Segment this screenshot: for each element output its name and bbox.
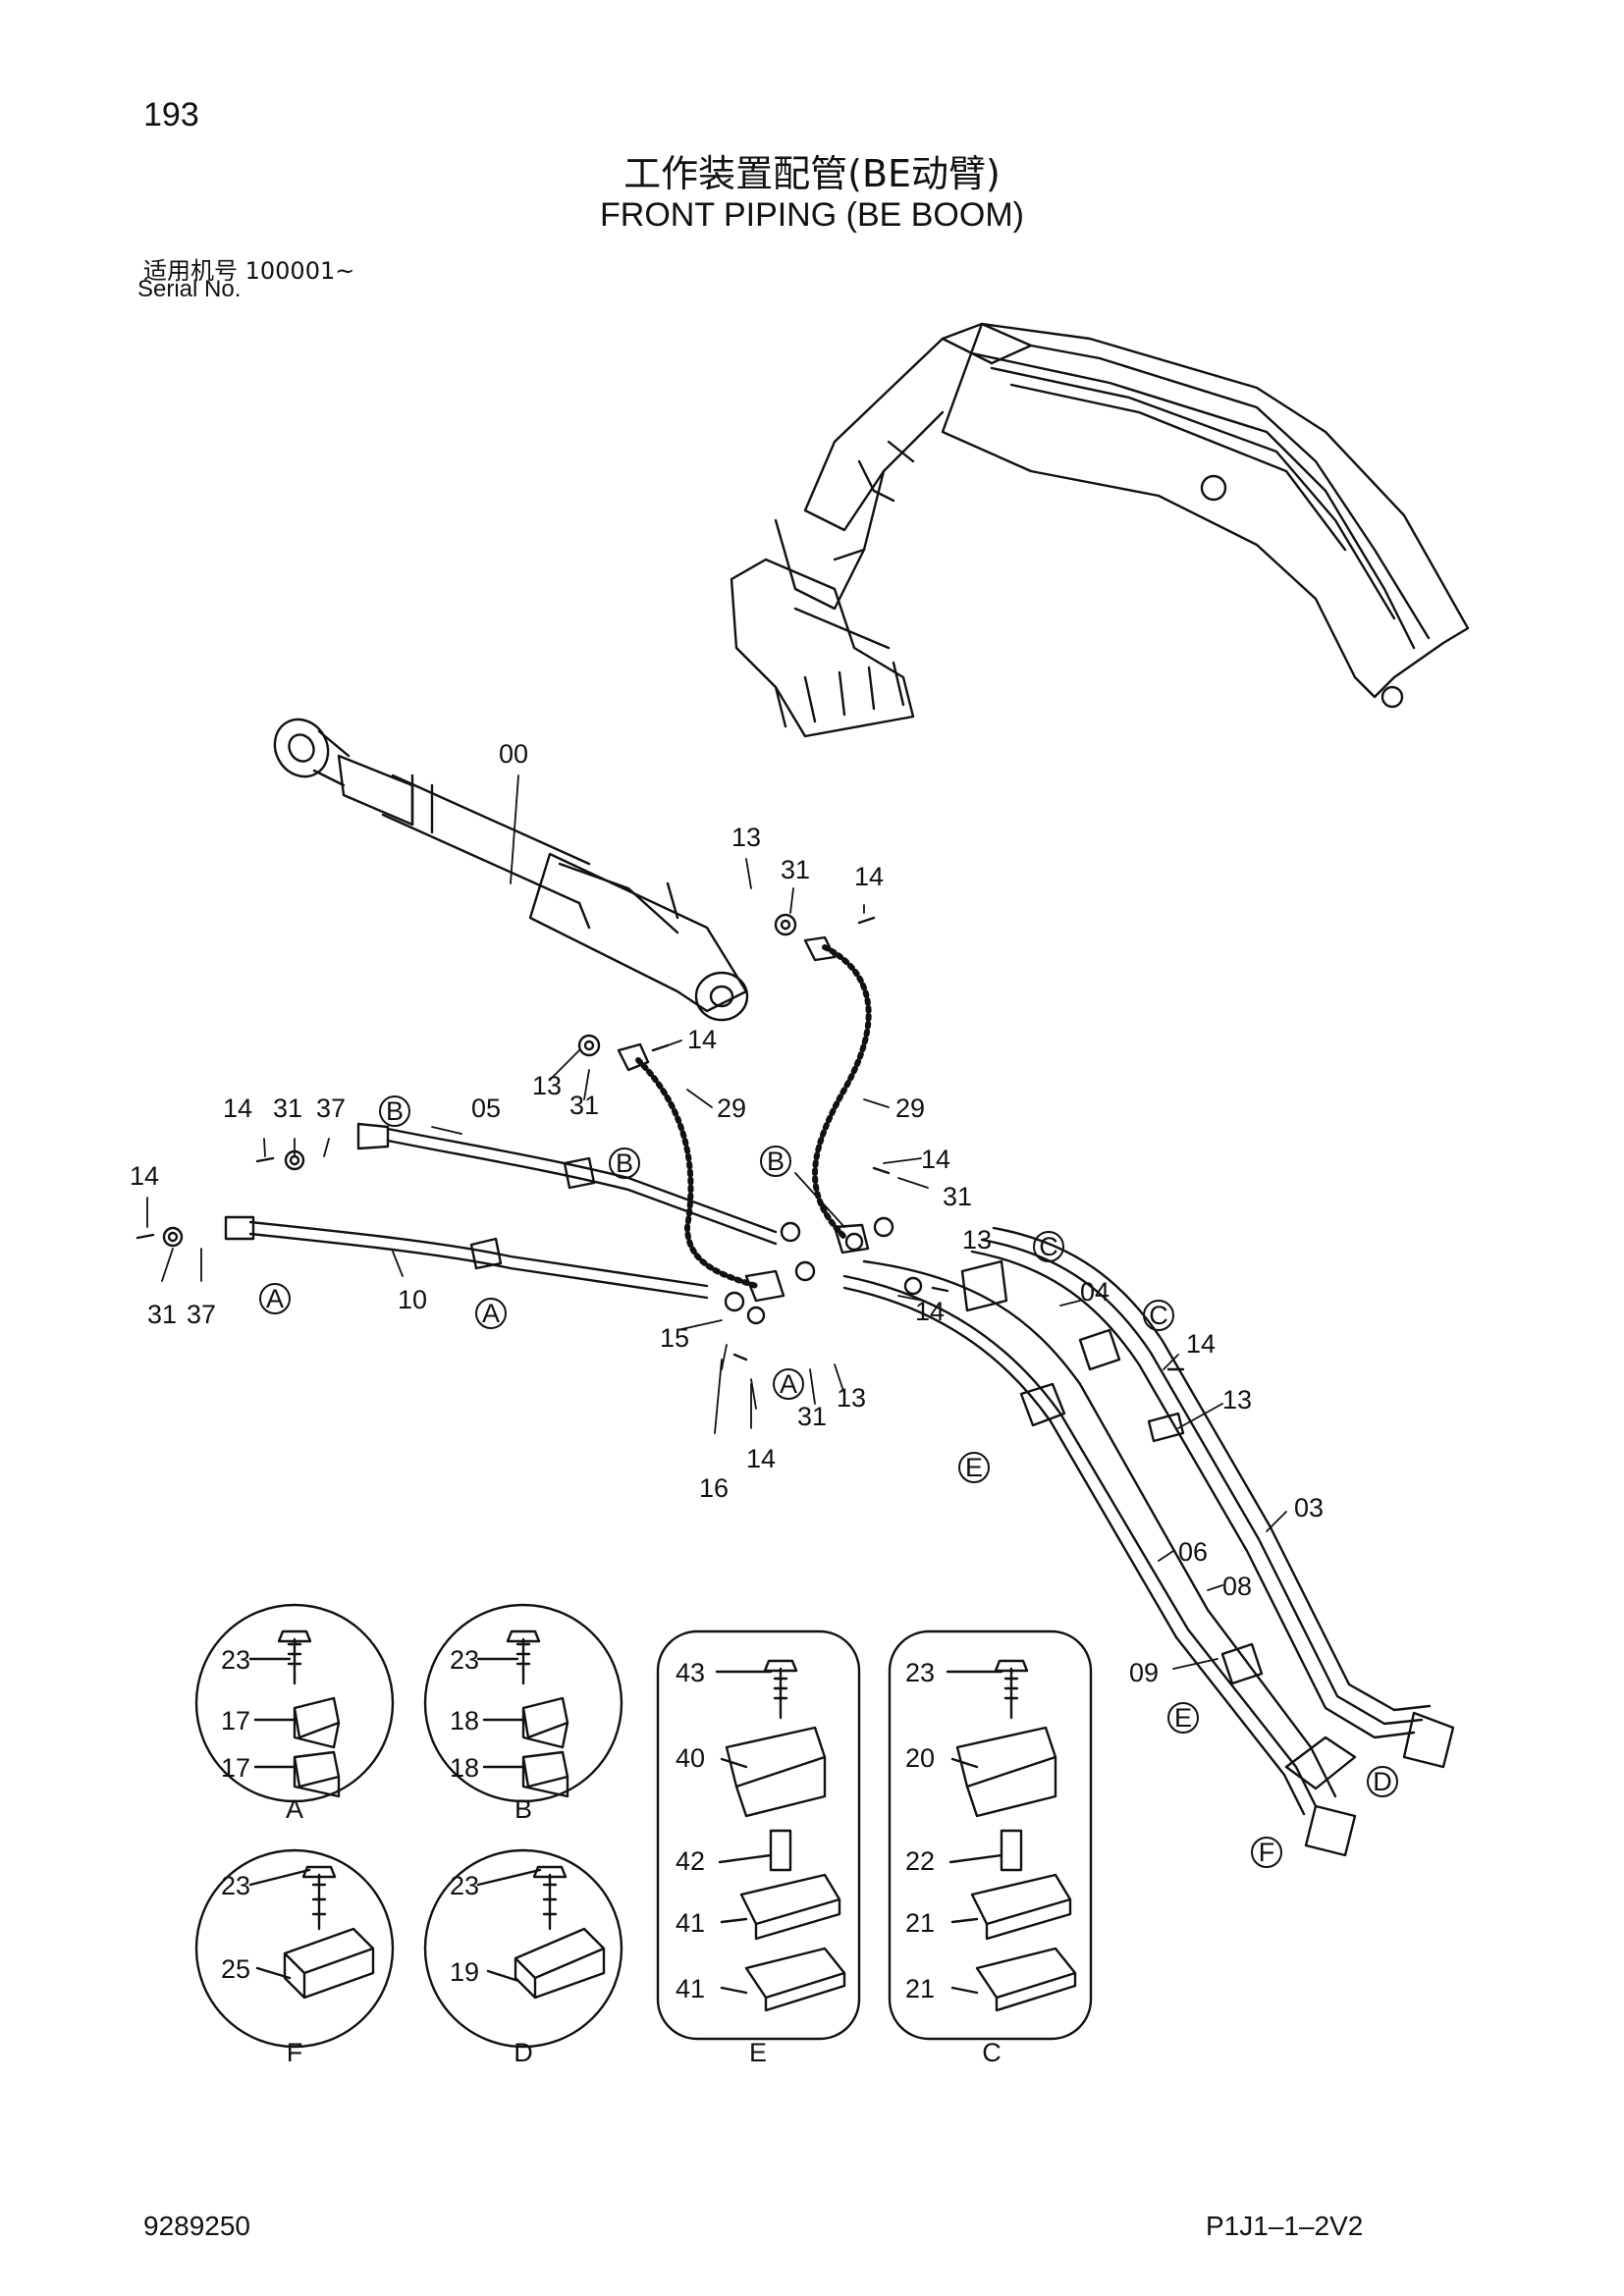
callout-31: 31 (147, 1300, 177, 1329)
ref-b: B (616, 1148, 633, 1178)
callout-14: 14 (921, 1145, 950, 1174)
document-number: 9289250 (143, 2211, 251, 2241)
callout-14: 14 (915, 1297, 945, 1326)
serial-number-label-chinese: 适用机号 100001~ (143, 257, 355, 285)
callout-29: 29 (717, 1094, 746, 1123)
detail-a-upper-number: 17 (221, 1706, 250, 1735)
detail-e-lower-number: 41 (676, 1974, 705, 2003)
detail-d-bolt-number: 23 (450, 1871, 479, 1900)
callout-14: 14 (687, 1025, 717, 1054)
detail-d-title: D (514, 2038, 533, 2067)
detail-f-bolt-number: 23 (221, 1871, 250, 1900)
callout-16: 16 (699, 1473, 729, 1503)
detail-b-bolt-number: 23 (450, 1645, 479, 1675)
callout-08: 08 (1222, 1572, 1252, 1601)
callout-09: 09 (1129, 1658, 1159, 1687)
callout-10: 10 (398, 1285, 427, 1314)
callout-05: 05 (471, 1094, 501, 1123)
detail-b-upper-number: 18 (450, 1706, 479, 1735)
ref-b: B (767, 1147, 785, 1176)
detail-e-lower-number: 41 (676, 1908, 705, 1938)
detail-c-lower-number: 21 (905, 1908, 935, 1938)
ref-e: E (1174, 1703, 1192, 1733)
detail-c-lower-number: 21 (905, 1974, 935, 2003)
ref-d: D (1373, 1767, 1392, 1796)
ref-a: A (482, 1299, 500, 1328)
callout-31: 31 (797, 1402, 827, 1431)
ref-b: B (386, 1096, 404, 1126)
callout-14: 14 (223, 1094, 252, 1123)
callout-15: 15 (660, 1323, 689, 1353)
detail-f-title: F (287, 2038, 303, 2067)
leader-lines (146, 774, 1287, 1670)
ref-a: A (266, 1284, 284, 1313)
callout-29: 29 (895, 1094, 925, 1123)
callout-37: 37 (316, 1094, 346, 1123)
boom-cylinder (273, 718, 749, 1022)
callout-14: 14 (854, 862, 884, 891)
detail-f-block-number: 25 (221, 1954, 250, 1984)
page-code: P1J1–1–2V2 (1206, 2211, 1364, 2241)
callout-03: 03 (1294, 1493, 1324, 1522)
detail-a-lower-number: 17 (221, 1753, 250, 1783)
detail-views (194, 1603, 1093, 2049)
callout-31: 31 (943, 1182, 972, 1211)
fittings-cluster (135, 913, 1185, 1371)
detail-c-title: C (982, 2038, 1001, 2067)
boom-pipes (842, 1226, 1455, 1857)
circled-reference-letters: B B B C C A A A E E D F (266, 1096, 1392, 1867)
detail-view-labels: 23 17 17 A 23 18 18 B 23 25 F 23 19 D 43… (221, 1645, 1001, 2067)
detail-e-upper-number: 40 (676, 1743, 705, 1773)
detail-c-upper-number: 20 (905, 1743, 935, 1773)
ref-a: A (780, 1369, 797, 1399)
callout-00: 00 (499, 739, 528, 769)
ref-c: C (1149, 1301, 1168, 1330)
callout-13: 13 (731, 823, 761, 852)
callout-37: 37 (187, 1300, 216, 1329)
detail-e-spacer-number: 42 (676, 1846, 705, 1876)
detail-e-title: E (749, 2038, 767, 2067)
callout-13: 13 (1222, 1385, 1252, 1415)
callout-04: 04 (1080, 1277, 1110, 1307)
callout-31: 31 (569, 1091, 599, 1120)
ref-c: C (1039, 1232, 1058, 1261)
detail-e-bolt-number: 43 (676, 1658, 705, 1687)
callout-13: 13 (837, 1383, 866, 1413)
page-title-chinese: 工作装置配管(BE动臂) (623, 152, 1001, 195)
detail-a-bolt-number: 23 (221, 1645, 250, 1675)
callout-13: 13 (962, 1225, 992, 1255)
pipes-05-10 (224, 1122, 778, 1300)
page-number: 193 (143, 96, 199, 133)
callout-circles (259, 1095, 1398, 1868)
callout-14: 14 (1186, 1329, 1216, 1359)
callout-14: 14 (746, 1444, 776, 1473)
detail-b-title: B (514, 1794, 532, 1824)
callout-31: 31 (781, 855, 810, 884)
callout-14: 14 (130, 1161, 159, 1191)
excavator-front-illustration (730, 322, 1470, 738)
serial-number-label: Serial No. (137, 276, 242, 302)
ref-e: E (965, 1453, 983, 1482)
ref-f: F (1259, 1838, 1275, 1867)
callout-13: 13 (532, 1071, 562, 1100)
detail-c-spacer-number: 22 (905, 1846, 935, 1876)
detail-a-title: A (286, 1794, 303, 1824)
detail-c-bolt-number: 23 (905, 1658, 935, 1687)
detail-b-lower-number: 18 (450, 1753, 479, 1783)
callout-31: 31 (273, 1094, 302, 1123)
page-title: FRONT PIPING (BE BOOM) (600, 196, 1024, 234)
detail-d-block-number: 19 (450, 1957, 479, 1987)
callout-labels: 00 13 31 14 14 13 31 14 31 37 05 29 29 1… (130, 739, 1324, 1687)
callout-06: 06 (1178, 1537, 1208, 1567)
